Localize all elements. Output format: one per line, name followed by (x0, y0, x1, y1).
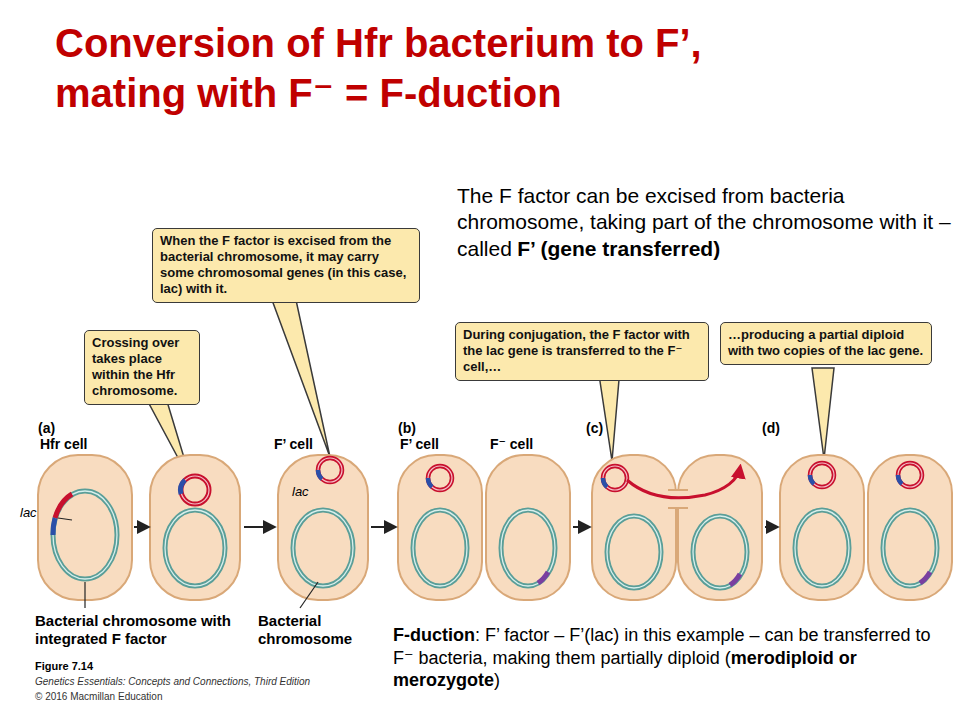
bold-term: F-duction (393, 625, 475, 645)
panel-letter: (b) (398, 420, 416, 437)
panel-letter: (a) (38, 420, 55, 437)
gene-label: lac (292, 484, 309, 500)
part-label: Bacterial chromosome with integrated F f… (35, 612, 245, 648)
transfer-strand (627, 468, 740, 498)
callout-box: During conjugation, the F factor with th… (455, 322, 709, 381)
integrated-f-factor (55, 494, 72, 518)
definition-text: F-duction: F’ factor – F’(lac) in this e… (393, 624, 951, 692)
cell-label: F⁻ cell (490, 436, 533, 453)
cell (38, 455, 952, 600)
bacterial-chromosome (53, 491, 937, 588)
callout-box: Crossing over takes place within the Hfr… (84, 330, 200, 405)
cell-label: F’ cell (274, 436, 313, 453)
slide-title: Conversion of Hfr bacterium to F’, matin… (55, 18, 755, 118)
callout-text: …producing a partial diploid with two co… (728, 327, 924, 359)
part-label: Bacterial chromosome (258, 612, 368, 648)
f-prime-plasmid (318, 458, 922, 490)
callout-box: When the F factor is excised from the ba… (152, 228, 420, 303)
bold-term: F’ (gene transferred) (517, 237, 720, 260)
source-credit: Genetics Essentials: Concepts and Connec… (35, 676, 310, 688)
callout-box: …producing a partial diploid with two co… (720, 322, 932, 365)
figure-number: Figure 7.14 (35, 660, 93, 673)
note-part: ) (494, 670, 500, 690)
cell-label: Hfr cell (40, 436, 87, 453)
callout-text: Crossing over takes place within the Hfr… (92, 335, 192, 398)
panel-letter: (c) (586, 420, 603, 437)
note-text: The F factor can be excised from bacteri… (457, 183, 952, 262)
panel-letter: (d) (762, 420, 780, 437)
gene-label: lac (20, 505, 37, 521)
cell-label: F’ cell (400, 436, 439, 453)
copyright: © 2016 Macmillan Education (35, 691, 162, 703)
leader-line (58, 518, 318, 608)
callout-text: During conjugation, the F factor with th… (463, 327, 701, 375)
f-factor-loop (181, 476, 209, 504)
callout-text: When the F factor is excised from the ba… (160, 233, 412, 296)
process-arrow (134, 526, 777, 528)
